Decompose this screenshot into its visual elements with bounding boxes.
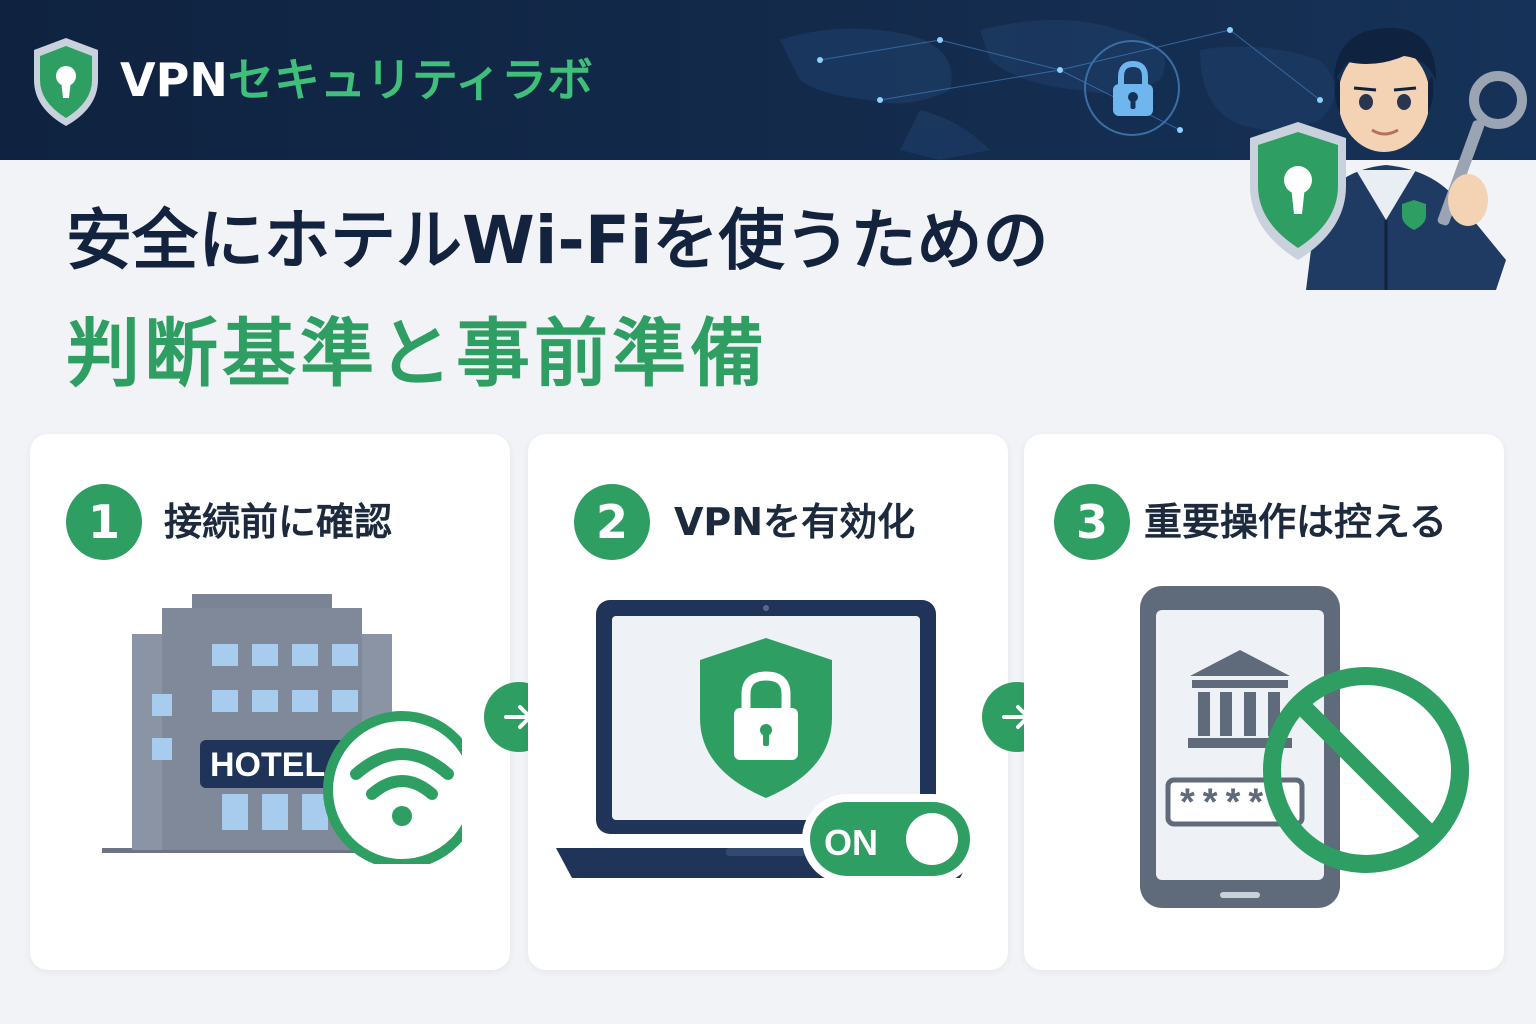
lock-circle-decoration	[1084, 40, 1180, 136]
step-card-1: 1 接続前に確認 HOTEL	[30, 434, 510, 970]
page-title-line-2: 判断基準と事前準備	[66, 311, 768, 397]
laptop-shield-icon: ON	[556, 600, 978, 884]
padlock-icon	[1113, 60, 1153, 116]
brand-name: VPNセキュリティラボ	[120, 52, 593, 108]
step-number-badge: 2	[574, 484, 650, 560]
hotel-wifi-icon: HOTEL	[102, 594, 462, 864]
step-card-2: 2 VPNを有効化 ON	[528, 434, 1008, 970]
header-bar: VPNセキュリティラボ	[0, 0, 1536, 160]
step-number-badge: 1	[66, 484, 142, 560]
vpn-toggle-on-text: ON	[824, 822, 878, 863]
step-label: 接続前に確認	[164, 500, 393, 544]
step-label: 重要操作は控える	[1144, 500, 1447, 544]
step-number-badge: 3	[1054, 484, 1130, 560]
phone-bank-prohibited-icon: ****	[1140, 586, 1469, 908]
password-mask-text: ****	[1176, 785, 1267, 828]
hotel-sign-text: HOTEL	[210, 746, 325, 784]
brand-lab-text: セキュリティラボ	[227, 53, 594, 107]
security-expert-character-illustration	[1250, 27, 1527, 290]
page-title-line-1: 安全にホテルWi-Fiを使うための	[66, 202, 1049, 279]
brand-vpn-text: VPN	[120, 53, 228, 107]
step-card-3: 3 重要操作は控える ****	[1024, 434, 1504, 970]
step-label: VPNを有効化	[674, 500, 916, 544]
shield-keyhole-logo-icon	[34, 38, 98, 126]
